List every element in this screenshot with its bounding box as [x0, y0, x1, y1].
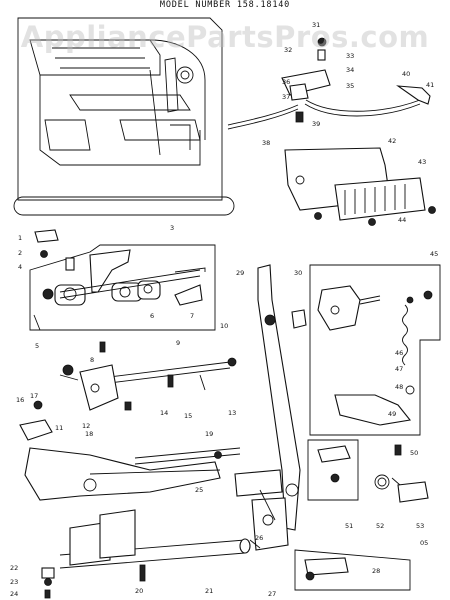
machine-overview-illustration [13, 17, 235, 216]
part-label: 42 [388, 137, 396, 145]
part-label: 37 [282, 93, 290, 101]
part-label: 8 [90, 356, 94, 364]
stitch-regulator-box [309, 264, 441, 456]
part-label: 22 [10, 564, 18, 572]
feed-dog-assembly [284, 147, 436, 226]
part-label: 26 [255, 534, 263, 542]
part-label: 48 [395, 383, 403, 391]
part-label: 11 [55, 424, 63, 432]
part-label: 51 [345, 522, 353, 530]
part-label: 7 [190, 312, 194, 320]
part-label: 17 [30, 392, 38, 400]
part-label: 32 [284, 46, 292, 54]
part-label: 30 [294, 269, 302, 277]
part-label: 23 [10, 578, 18, 586]
part-label: 31 [312, 21, 320, 29]
part-label: 4 [18, 263, 22, 271]
part-label: 33 [346, 52, 354, 60]
part-label: 21 [205, 587, 213, 595]
connecting-rod [257, 264, 307, 531]
part-label: 39 [312, 120, 320, 128]
part-label: 9 [176, 339, 180, 347]
feed-regulator-assembly [234, 469, 411, 591]
corner-mark: 05 [420, 539, 428, 547]
part-label: 10 [220, 322, 228, 330]
part-label: 50 [410, 449, 418, 457]
part-label: 27 [268, 590, 276, 598]
part-label: 19 [205, 430, 213, 438]
rocker-shaft-assembly [19, 357, 237, 441]
small-fasteners-left [33, 229, 75, 331]
part-label: 45 [430, 250, 438, 258]
part-label: 6 [150, 312, 154, 320]
part-label: 12 [82, 422, 90, 430]
part-label: 29 [236, 269, 244, 277]
bottom-drive-shaft [41, 509, 251, 599]
part-number-labels: 1 2 3 4 5 6 7 8 9 10 11 12 13 14 15 16 1… [10, 21, 438, 598]
shuttle-drive-assembly [29, 244, 216, 353]
part-label: 20 [135, 587, 143, 595]
part-label: 49 [388, 410, 396, 418]
part-label: 43 [418, 158, 426, 166]
part-label: 38 [262, 139, 270, 147]
thread-tension-linkage [227, 37, 431, 130]
part-label: 40 [402, 70, 410, 78]
feed-rock-shaft [24, 447, 241, 501]
part-label: 13 [228, 409, 236, 417]
part-label: 52 [376, 522, 384, 530]
part-label: 16 [16, 396, 24, 404]
part-label: 47 [395, 365, 403, 373]
part-label: 2 [18, 249, 22, 257]
part-label: 41 [426, 81, 434, 89]
part-label: 14 [160, 409, 168, 417]
part-label: 28 [372, 567, 380, 575]
part-label: 1 [18, 234, 22, 242]
part-label: 24 [10, 590, 18, 598]
model-number-header: MODEL NUMBER 158.18140 [159, 0, 291, 10]
part-label: 34 [346, 66, 354, 74]
part-label: 25 [195, 486, 203, 494]
part-label: 35 [346, 82, 354, 90]
part-label: 36 [282, 78, 290, 86]
part-label: 15 [184, 412, 192, 420]
part-label: 46 [395, 349, 403, 357]
part-label: 18 [85, 430, 93, 438]
part-label: 5 [35, 342, 39, 350]
part-label: 3 [170, 224, 174, 232]
part-label: 53 [416, 522, 424, 530]
stitch-knob-parts [307, 439, 429, 503]
part-label: 44 [398, 216, 406, 224]
